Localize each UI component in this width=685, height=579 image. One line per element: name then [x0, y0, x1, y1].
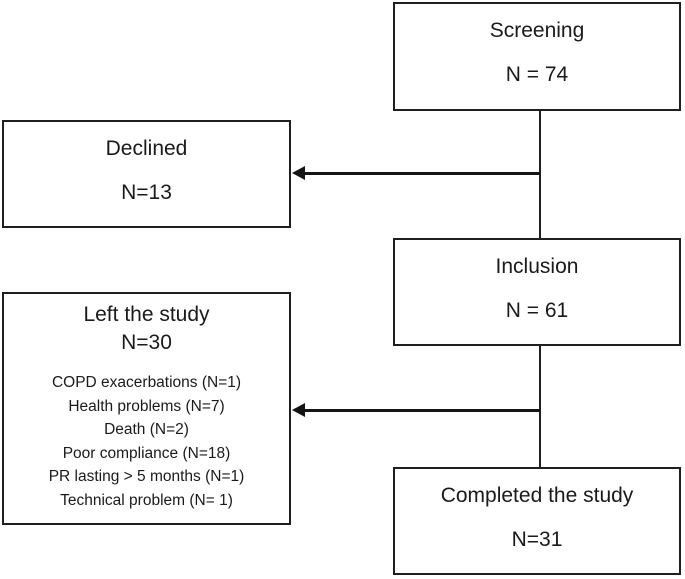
completed-title: Completed the study: [440, 484, 634, 507]
arrow-to-declined-line: [302, 172, 540, 175]
connector-inclusion-to-completed: [539, 346, 541, 467]
reason-copd-exacerbations: COPD exacerbations (N=1): [51, 374, 242, 391]
arrow-to-declined-head-icon: [292, 166, 305, 180]
reason-pr-lasting: PR lasting > 5 months (N=1): [48, 468, 245, 485]
left-study-title: Left the study: [83, 303, 210, 326]
inclusion-n: N = 61: [505, 299, 569, 322]
reason-health-problems: Health problems (N=7): [68, 397, 225, 415]
reason-technical-problem: Technical problem (N= 1): [60, 491, 233, 509]
arrow-to-left-study-head-icon: [292, 403, 305, 417]
declined-n: N=13: [121, 181, 172, 204]
screening-title: Screening: [489, 19, 585, 42]
left-study-reasons: COPD exacerbations (N=1) Health problems…: [4, 371, 289, 512]
screening-n: N = 74: [505, 63, 569, 86]
box-left-the-study: Left the study N=30 COPD exacerbations (…: [2, 292, 291, 525]
reason-death: Death (N=2): [104, 421, 189, 438]
arrow-to-left-study-line: [302, 409, 540, 412]
box-declined: Declined N=13: [2, 120, 291, 228]
completed-n: N=31: [511, 528, 563, 551]
box-screening: Screening N = 74: [393, 2, 681, 111]
reason-poor-compliance: Poor compliance (N=18): [62, 444, 231, 462]
left-study-n: N=30: [121, 331, 172, 354]
box-completed-the-study: Completed the study N=31: [393, 467, 681, 575]
declined-title: Declined: [105, 137, 188, 160]
box-inclusion: Inclusion N = 61: [393, 238, 681, 346]
inclusion-title: Inclusion: [495, 255, 579, 278]
connector-screening-to-inclusion: [539, 111, 541, 238]
